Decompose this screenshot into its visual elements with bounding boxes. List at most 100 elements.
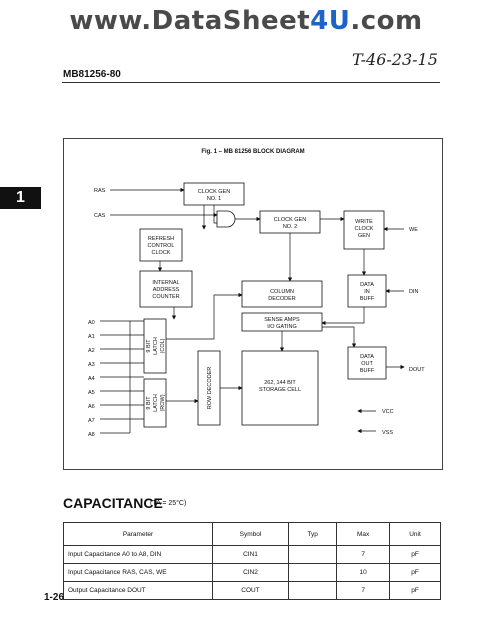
row2-unit: pF bbox=[389, 563, 441, 582]
rotated-labels: 9 BIT LATCH (COL) 9 BIT LATCH (ROW) ROW … bbox=[146, 337, 213, 412]
row2-symbol: CIN2 bbox=[211, 563, 290, 582]
address-a3: A3 bbox=[88, 362, 95, 368]
wire-din-sense bbox=[321, 307, 365, 326]
storage-cell-line2: STORAGE CELL bbox=[259, 387, 301, 393]
clock-gen-1-line2: NO. 1 bbox=[207, 196, 221, 202]
vss-label: VSS bbox=[382, 430, 393, 436]
header-unit: Unit bbox=[389, 522, 441, 546]
data-out-line3: BUFF bbox=[360, 368, 375, 374]
row3-parameter: Output Capacitance DOUT bbox=[63, 581, 213, 600]
capacitance-condition: (TA = 25°C) bbox=[150, 500, 187, 507]
address-bus bbox=[100, 320, 144, 434]
address-a7: A7 bbox=[88, 418, 95, 424]
clock-gen-2-line1: CLOCK GEN bbox=[274, 217, 306, 223]
watermark-pre: www.DataSheet bbox=[69, 6, 311, 36]
row2-max: 10 bbox=[336, 563, 391, 582]
watermark: www.DataSheet4U.com bbox=[0, 6, 492, 36]
data-in-line3: BUFF bbox=[360, 296, 375, 302]
we-label: WE bbox=[409, 227, 418, 233]
din-label: DIN bbox=[409, 289, 419, 295]
data-in-line2: IN bbox=[364, 289, 370, 295]
counter-line2: ADDRESS bbox=[153, 287, 180, 293]
table-header-row: Parameter Symbol Typ Max Unit bbox=[63, 522, 441, 546]
block-diagram-frame: Fig. 1 – MB 81256 BLOCK DIAGRAM RAS CAS … bbox=[63, 138, 443, 470]
part-number: MB81256-80 bbox=[63, 69, 121, 80]
sense-amps-line1: SENSE AMPS bbox=[264, 317, 300, 323]
clock-gen-2-line2: NO. 2 bbox=[283, 224, 297, 230]
row2-typ bbox=[288, 563, 338, 582]
refresh-control-clock-block bbox=[139, 228, 183, 262]
row-latch-block bbox=[143, 378, 167, 428]
page-number: 1-26 bbox=[44, 592, 65, 603]
handwritten-note: T-46-23-15 bbox=[352, 50, 438, 69]
dout-label: DOUT bbox=[409, 367, 425, 373]
header-symbol: Symbol bbox=[211, 522, 290, 546]
section-tab: 1 bbox=[0, 187, 41, 209]
data-out-line1: DATA bbox=[360, 354, 374, 360]
data-out-line2: OUT bbox=[361, 361, 373, 367]
table-row: Output Capacitance DOUT COUT 7 pF bbox=[63, 581, 441, 600]
table-row: Input Capacitance RAS, CAS, WE CIN2 10 p… bbox=[63, 563, 441, 582]
counter-line1: INTERNAL bbox=[152, 280, 179, 286]
row-latch-line1: 9 BIT bbox=[146, 396, 152, 410]
ras-label: RAS bbox=[94, 188, 106, 194]
row1-unit: pF bbox=[389, 545, 441, 564]
vcc-label: VCC bbox=[382, 409, 394, 415]
figure-title: Fig. 1 – MB 81256 BLOCK DIAGRAM bbox=[201, 149, 304, 155]
and-gate bbox=[216, 210, 236, 228]
header-rule bbox=[62, 82, 440, 83]
address-a6: A6 bbox=[88, 404, 95, 410]
col-latch-line2: LATCH bbox=[153, 337, 159, 355]
write-clock-line3: GEN bbox=[358, 233, 370, 239]
row2-parameter: Input Capacitance RAS, CAS, WE bbox=[63, 563, 213, 582]
address-a0: A0 bbox=[88, 320, 95, 326]
header-max: Max bbox=[336, 522, 391, 546]
sense-amps-line2: I/O GATING bbox=[267, 324, 297, 330]
write-clock-line1: WRITE bbox=[355, 219, 373, 225]
address-a1: A1 bbox=[88, 334, 95, 340]
wire-collatch-coldec bbox=[166, 292, 243, 340]
capacitance-table: Parameter Symbol Typ Max Unit Input Capa… bbox=[63, 522, 441, 600]
block-labels: CLOCK GEN NO. 1 CLOCK GEN NO. 2 WRITE CL… bbox=[148, 189, 375, 393]
col-latch-line1: 9 BIT bbox=[146, 339, 152, 353]
address-a5: A5 bbox=[88, 390, 95, 396]
row-latch-line3: (ROW) bbox=[160, 394, 166, 411]
row3-typ bbox=[288, 581, 338, 600]
header-typ: Typ bbox=[288, 522, 338, 546]
capacitance-title: CAPACITANCE bbox=[63, 495, 163, 511]
wire-clk1-and bbox=[213, 205, 217, 224]
clock-gen-1-line1: CLOCK GEN bbox=[198, 189, 230, 195]
table-row: Input Capacitance A0 to A8, DIN CIN1 7 p… bbox=[63, 545, 441, 564]
row3-symbol: COUT bbox=[211, 581, 290, 600]
watermark-highlight: 4U bbox=[310, 6, 351, 36]
col-latch-line3: (COL) bbox=[160, 338, 166, 353]
address-a2: A2 bbox=[88, 348, 95, 354]
row1-symbol: CIN1 bbox=[211, 545, 290, 564]
internal-address-counter-block bbox=[139, 270, 193, 308]
data-in-line1: DATA bbox=[360, 282, 374, 288]
cas-label: CAS bbox=[94, 213, 106, 219]
refresh-line2: CONTROL bbox=[148, 243, 175, 249]
header-parameter: Parameter bbox=[63, 522, 213, 546]
write-clock-line2: CLOCK bbox=[355, 226, 374, 232]
row-latch-line2: LATCH bbox=[153, 394, 159, 412]
row3-unit: pF bbox=[389, 581, 441, 600]
wire-sense-dout bbox=[322, 326, 357, 348]
block-diagram: Fig. 1 – MB 81256 BLOCK DIAGRAM RAS CAS … bbox=[88, 149, 425, 438]
column-decoder-line1: COLUMN bbox=[270, 289, 294, 295]
counter-line3: COUNTER bbox=[152, 294, 179, 300]
row1-typ bbox=[288, 545, 338, 564]
refresh-line3: CLOCK bbox=[152, 250, 171, 256]
col-latch-block bbox=[143, 318, 167, 374]
address-a8: A8 bbox=[88, 432, 95, 438]
row3-max: 7 bbox=[336, 581, 391, 600]
watermark-post: .com bbox=[350, 6, 423, 36]
storage-cell-line1: 262, 144 BIT bbox=[264, 380, 296, 386]
address-a4: A4 bbox=[88, 376, 95, 382]
row-decoder-label: ROW DECODER bbox=[207, 367, 213, 410]
data-out-buff-block bbox=[347, 346, 387, 380]
address-pins: A0 A1 A2 A3 A4 A5 A6 A7 A8 bbox=[88, 320, 95, 438]
refresh-line1: REFRESH bbox=[148, 236, 174, 242]
column-decoder-line2: DECODER bbox=[268, 296, 296, 302]
row1-max: 7 bbox=[336, 545, 391, 564]
